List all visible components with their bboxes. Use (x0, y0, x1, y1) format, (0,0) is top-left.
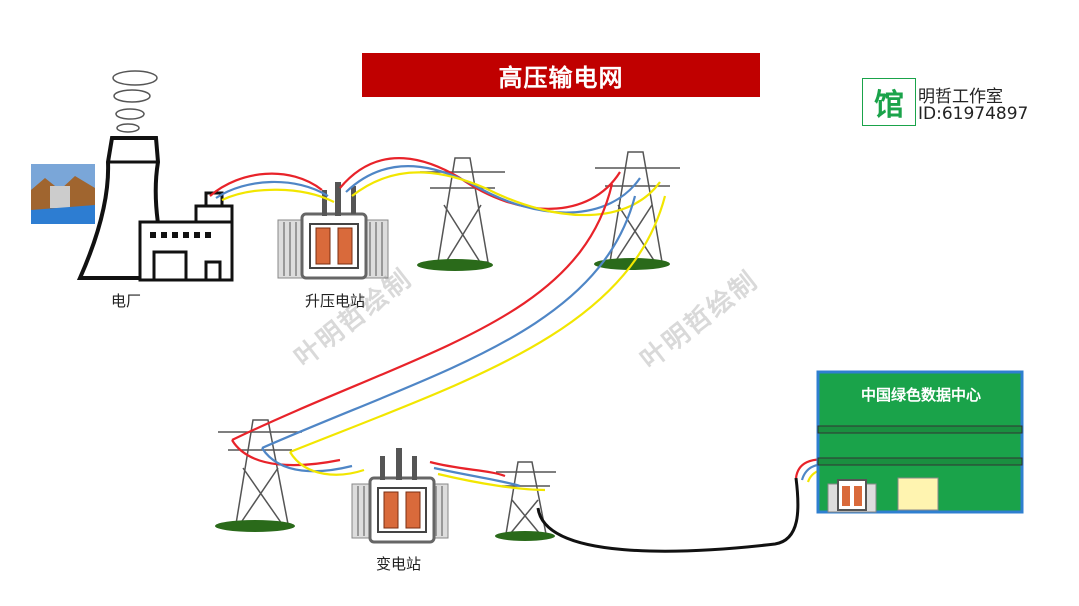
transmission-tower-3 (215, 419, 302, 532)
data-center-title: 中国绿色数据中心 (860, 386, 981, 404)
transmission-tower-2 (594, 151, 680, 270)
power-plant-windows (150, 232, 211, 238)
page-title: 高压输电网 (362, 53, 760, 97)
label-substation: 变电站 (376, 555, 422, 573)
transmission-wires (209, 157, 843, 553)
brand-name: 明哲工作室 (918, 87, 1003, 107)
step-up-transformer-icon (277, 182, 389, 280)
hydro-dam-image (31, 164, 95, 224)
smoke-icon (112, 70, 158, 133)
power-plant-building (138, 191, 234, 282)
label-power-plant: 电厂 (111, 292, 142, 310)
data-center-building (816, 370, 1024, 514)
brand-id: ID:61974897 (918, 104, 1029, 124)
label-step-up-station: 升压电站 (305, 292, 366, 310)
transmission-tower-4 (495, 461, 556, 541)
transmission-tower-1 (417, 157, 505, 271)
substation-transformer-icon (351, 448, 449, 544)
brand-logo-icon: 馆 (862, 78, 916, 126)
